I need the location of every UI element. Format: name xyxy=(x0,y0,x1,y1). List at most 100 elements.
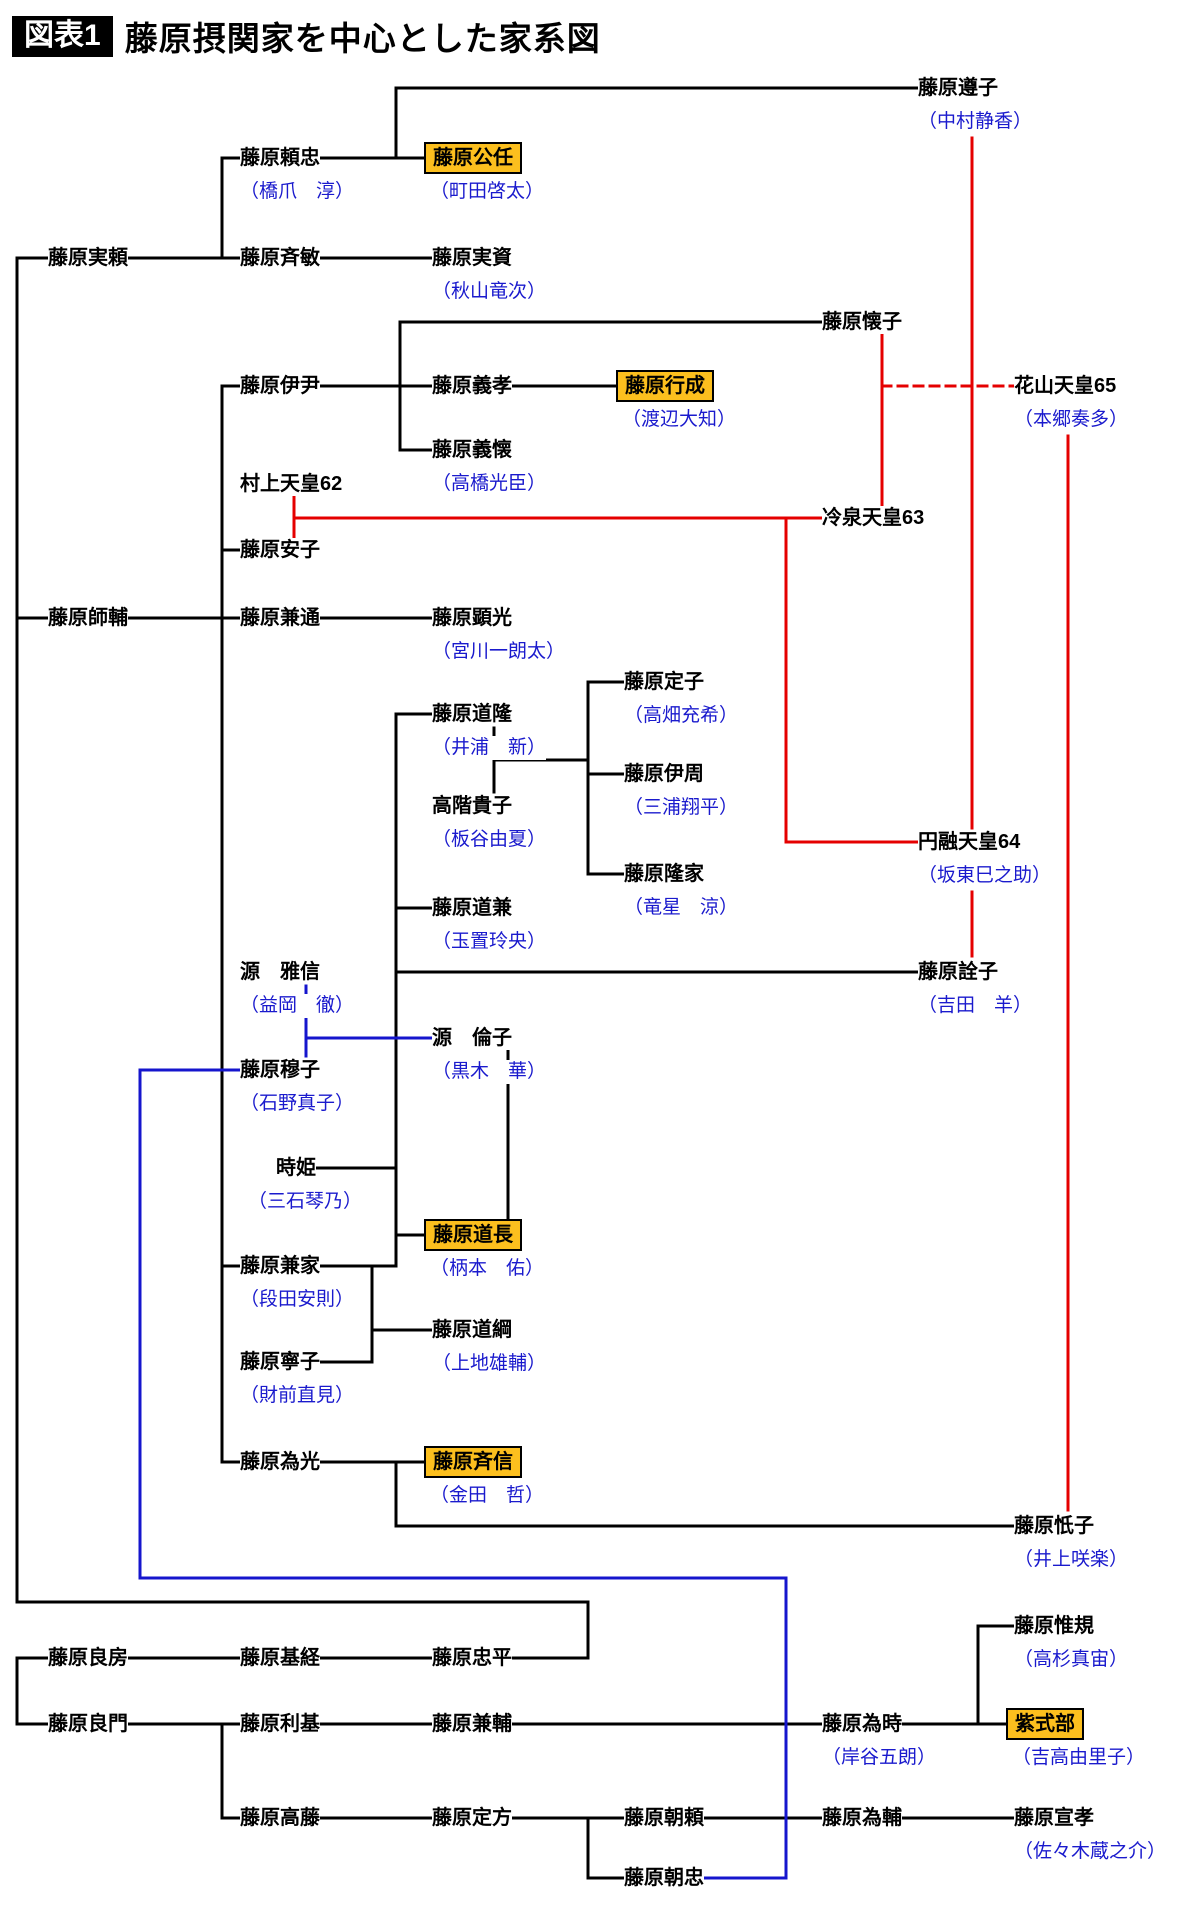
person-yoshikado: 藤原良門 xyxy=(48,1712,128,1736)
person-name: 紫式部 xyxy=(1006,1708,1084,1740)
person-bokushi: 藤原穆子 （石野真子） xyxy=(240,1058,355,1116)
person-name: 藤原穆子 xyxy=(240,1058,320,1082)
person-name: 藤原兼輔 xyxy=(432,1712,512,1736)
actor-name: （岸谷五朗） xyxy=(822,1746,937,1770)
person-tadahira: 藤原忠平 xyxy=(432,1646,512,1670)
person-tokihime: 時姫（三石琴乃） xyxy=(248,1156,363,1214)
actor-name: （玉置玲央） xyxy=(432,930,547,954)
person-tametoki: 藤原為時 （岸谷五朗） xyxy=(822,1712,937,1770)
person-name: 藤原顕光 xyxy=(432,606,512,630)
person-name: 藤原実頼 xyxy=(48,246,128,270)
person-tamesuke: 藤原為輔 xyxy=(822,1806,902,1830)
actor-name: （黒木 華） xyxy=(432,1060,547,1084)
actor-name: （竜星 涼） xyxy=(624,896,739,920)
figure-header: 図表1 藤原摂関家を中心とした家系図 xyxy=(12,12,601,60)
actor-name: （井上咲楽） xyxy=(1014,1548,1129,1572)
person-name: 藤原師輔 xyxy=(48,606,128,630)
person-name: 藤原道綱 xyxy=(432,1318,512,1342)
person-name: 藤原義孝 xyxy=(432,374,512,398)
person-name: 藤原為輔 xyxy=(822,1806,902,1830)
person-name: 藤原為光 xyxy=(240,1450,320,1474)
person-name: 藤原利基 xyxy=(240,1712,320,1736)
actor-name: （石野真子） xyxy=(240,1092,355,1116)
person-name: 藤原忯子 xyxy=(1014,1514,1094,1538)
actor-name: （橋爪 淳） xyxy=(240,180,355,204)
person-masanobu: 源 雅信 （益岡 徹） xyxy=(240,960,355,1018)
person-name: 高階貴子 xyxy=(432,794,512,818)
actor-name: （高橋光臣） xyxy=(432,472,547,496)
person-name: 藤原朝頼 xyxy=(624,1806,704,1830)
person-takako: 高階貴子 （板谷由夏） xyxy=(432,794,547,852)
person-name: 藤原伊周 xyxy=(624,762,704,786)
person-michitaka: 藤原道隆（井浦 新） xyxy=(432,702,547,760)
actor-name: （板谷由夏） xyxy=(432,828,547,852)
person-naritoshi: 藤原斉敏 xyxy=(240,246,320,270)
person-name: 藤原安子 xyxy=(240,538,320,562)
person-kaishi: 藤原懐子 xyxy=(822,310,902,334)
person-kanesuke: 藤原兼輔 xyxy=(432,1712,512,1736)
person-tomoyori: 藤原朝頼 xyxy=(624,1806,704,1830)
person-name: 藤原高藤 xyxy=(240,1806,320,1830)
person-name: 藤原朝忠 xyxy=(624,1866,704,1890)
actor-name: （益岡 徹） xyxy=(240,994,355,1018)
person-name: 藤原道隆 xyxy=(432,702,512,726)
person-name: 藤原斉信 xyxy=(424,1446,522,1478)
person-name: 藤原隆家 xyxy=(624,862,704,886)
person-name: 藤原懐子 xyxy=(822,310,902,334)
person-teishi: 藤原定子（高畑充希） xyxy=(624,670,739,728)
person-name: 藤原斉敏 xyxy=(240,246,320,270)
person-mototsune: 藤原基経 xyxy=(240,1646,320,1670)
person-yukinari: 藤原行成（渡辺大知） xyxy=(616,370,737,432)
person-name: 藤原宣孝 xyxy=(1014,1806,1094,1830)
person-sanesuke: 藤原実資 （秋山竜次） xyxy=(432,246,547,304)
person-name: 藤原定方 xyxy=(432,1806,512,1830)
actor-name: （坂東巳之助） xyxy=(918,864,1052,888)
person-name: 藤原忠平 xyxy=(432,1646,512,1670)
person-takaie: 藤原隆家 （竜星 涼） xyxy=(624,862,739,920)
person-name: 藤原道長 xyxy=(424,1219,522,1251)
person-morosuke: 藤原師輔 xyxy=(48,606,128,630)
person-kaneie: 藤原兼家（段田安則） xyxy=(240,1254,355,1312)
actor-name: （柄本 佑） xyxy=(430,1257,545,1281)
person-name: 藤原良門 xyxy=(48,1712,128,1736)
person-name: 藤原詮子 xyxy=(918,960,998,984)
person-name: 藤原公任 xyxy=(424,142,522,174)
person-rinshi: 源 倫子（黒木 華） xyxy=(432,1026,547,1084)
actor-name: （町田啓太） xyxy=(430,180,545,204)
person-michitsuna: 藤原道綱（上地雄輔） xyxy=(432,1318,547,1376)
person-senshi: 藤原詮子 （吉田 羊） xyxy=(918,960,1033,1018)
person-toshimoto: 藤原利基 xyxy=(240,1712,320,1736)
person-enyu: 円融天皇64 （坂東巳之助） xyxy=(918,830,1052,888)
person-name: 藤原頼忠 xyxy=(240,146,320,170)
person-murakami: 村上天皇62 xyxy=(240,472,343,496)
actor-name: （秋山竜次） xyxy=(432,280,547,304)
person-kinto: 藤原公任 （町田啓太） xyxy=(424,142,545,204)
person-name: 円融天皇64 xyxy=(918,830,1021,854)
actor-name: （財前直見） xyxy=(240,1384,355,1408)
person-name: 源 雅信 xyxy=(240,960,320,984)
person-name: 藤原寧子 xyxy=(240,1350,320,1374)
person-saneyori: 藤原実頼 xyxy=(48,246,128,270)
person-junshi: 藤原遵子（中村静香） xyxy=(918,76,1033,134)
actor-name: （吉高由里子） xyxy=(1012,1746,1146,1770)
figure-title: 藤原摂関家を中心とした家系図 xyxy=(124,20,601,57)
actor-name: （本郷奏多） xyxy=(1014,408,1129,432)
person-name: 藤原実資 xyxy=(432,246,512,270)
person-name: 藤原基経 xyxy=(240,1646,320,1670)
actor-name: （高畑充希） xyxy=(624,704,739,728)
actor-name: （佐々木蔵之介） xyxy=(1014,1840,1167,1864)
person-nobutaka: 藤原宣孝 （佐々木蔵之介） xyxy=(1014,1806,1167,1864)
person-michikane: 藤原道兼（玉置玲央） xyxy=(432,896,547,954)
person-yoritada: 藤原頼忠 （橋爪 淳） xyxy=(240,146,355,204)
person-name: 冷泉天皇63 xyxy=(822,506,925,530)
actor-name: （中村静香） xyxy=(918,110,1033,134)
actor-name: （金田 哲） xyxy=(430,1484,545,1508)
actor-name: （吉田 羊） xyxy=(918,994,1033,1018)
person-murasaki: 紫式部 （吉高由里子） xyxy=(1006,1708,1146,1770)
person-name: 藤原伊尹 xyxy=(240,374,320,398)
person-name: 時姫 xyxy=(276,1156,316,1180)
person-kazan: 花山天皇65（本郷奏多） xyxy=(1014,374,1129,432)
person-name: 藤原為時 xyxy=(822,1712,902,1736)
